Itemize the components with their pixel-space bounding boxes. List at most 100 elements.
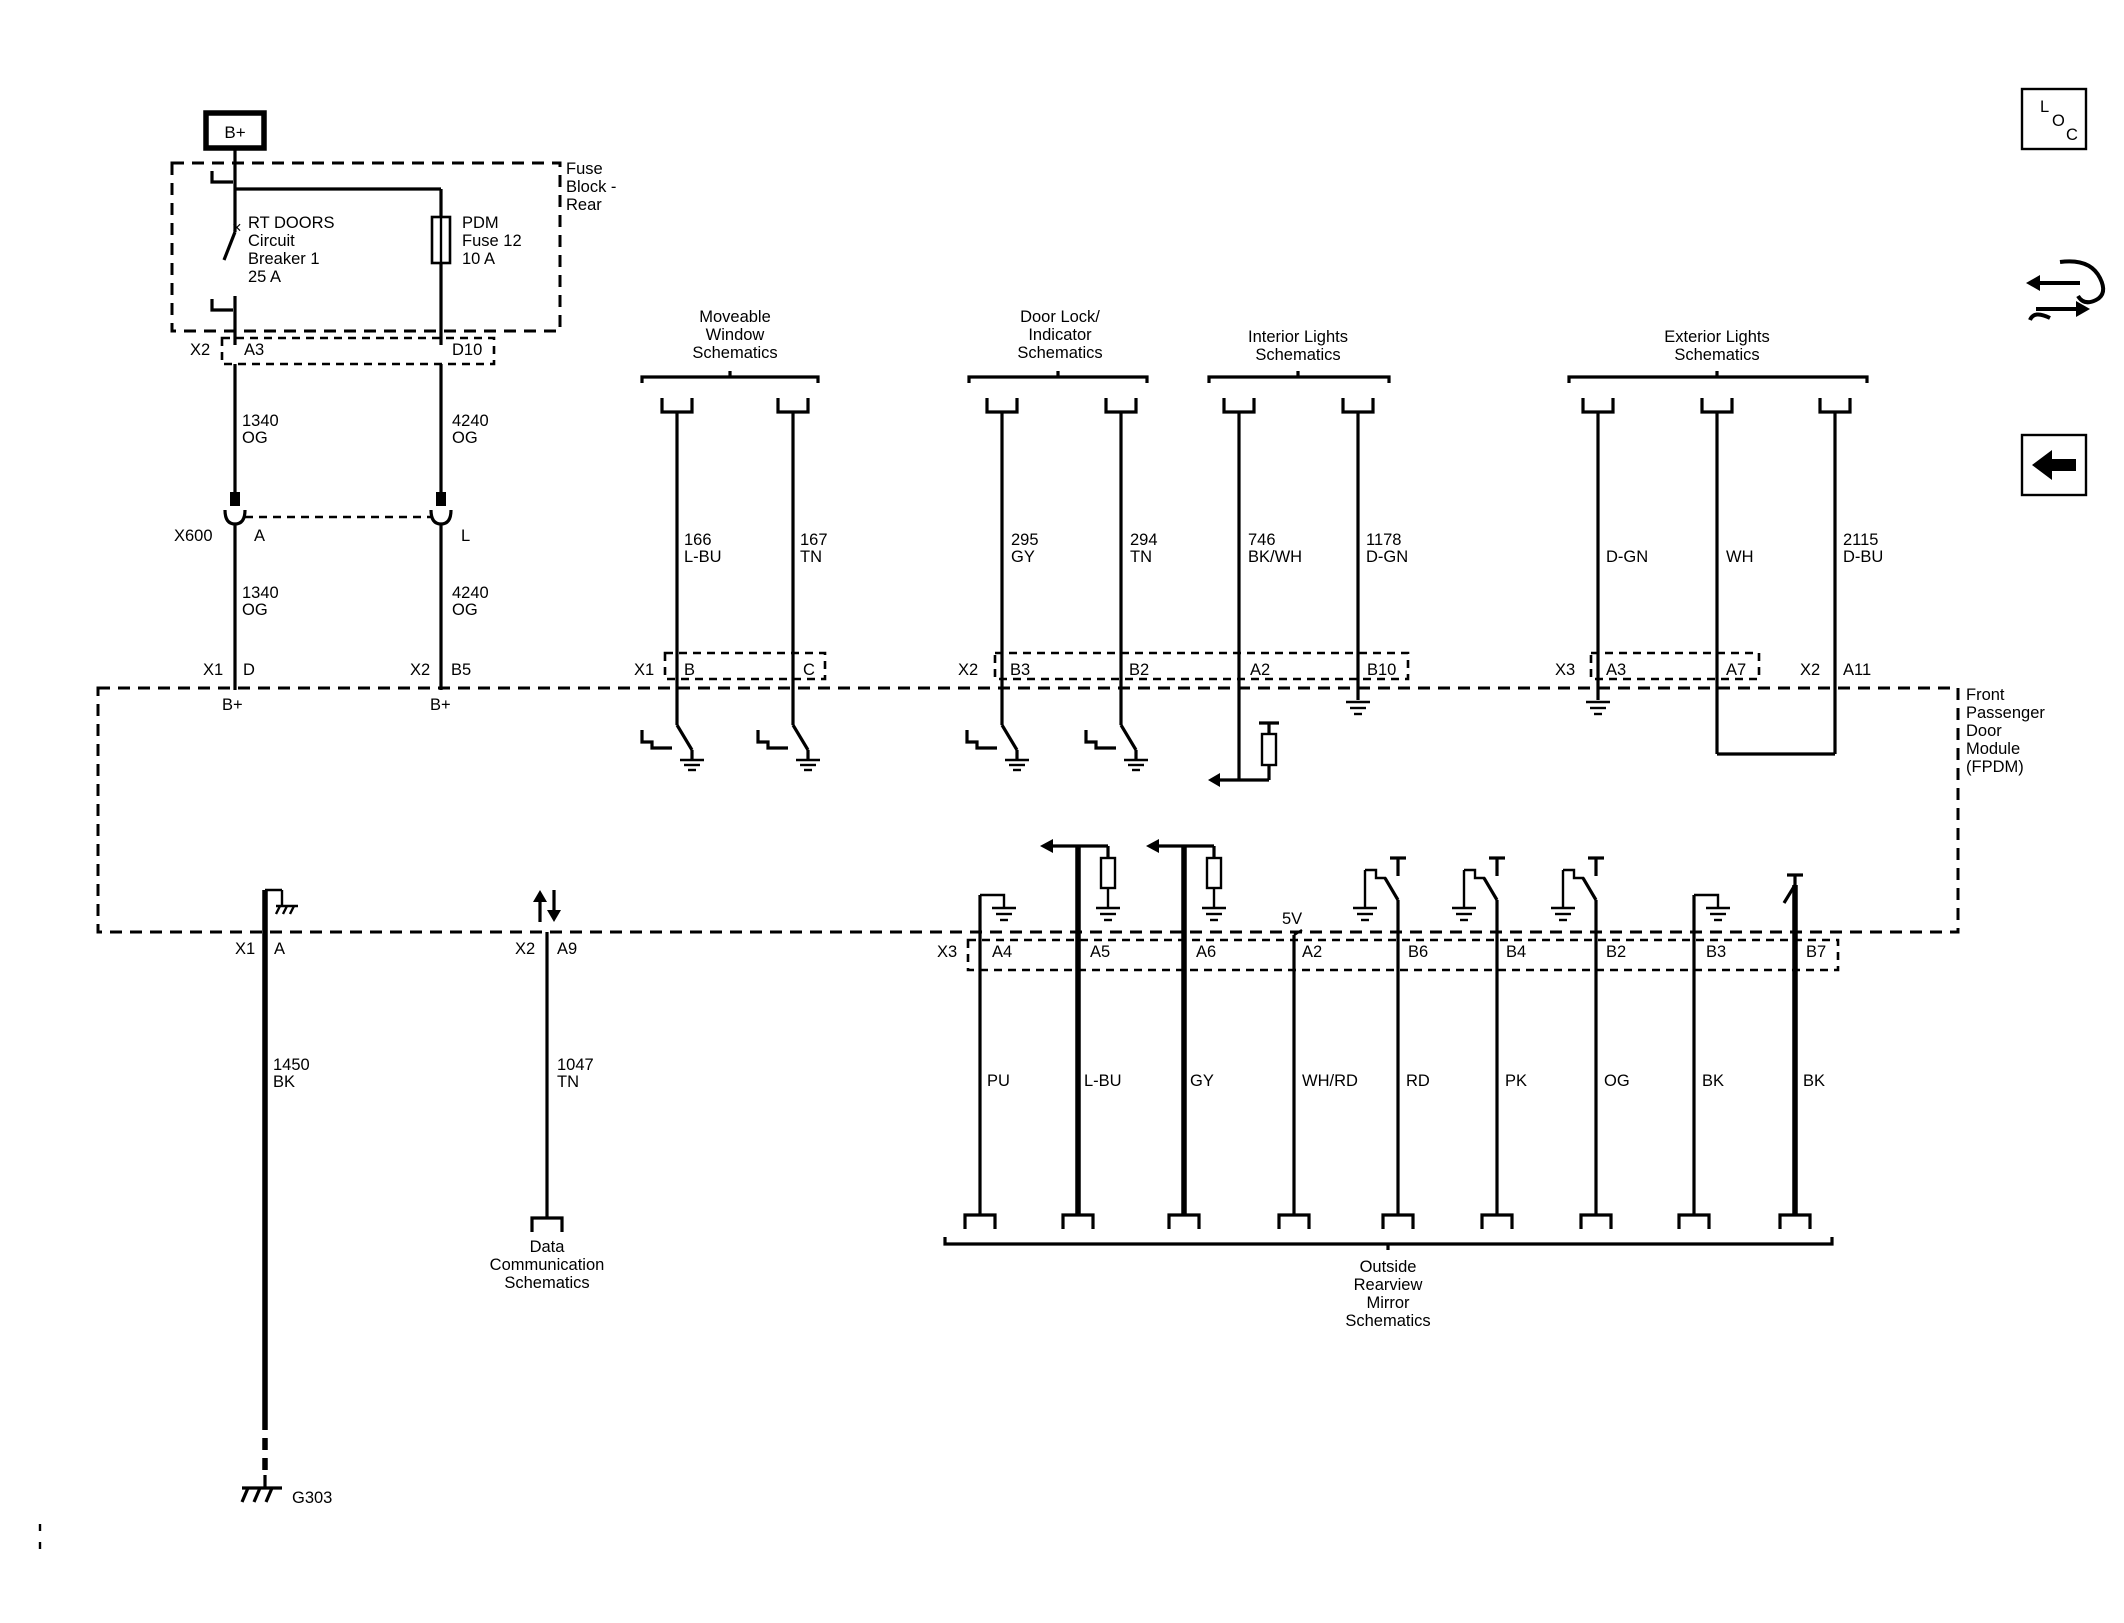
fuse-block-label: Fuse Block - Rear	[566, 160, 616, 214]
svg-text:A4: A4	[992, 943, 1012, 961]
svg-text:B3: B3	[1706, 943, 1726, 961]
svg-text:A2: A2	[1302, 943, 1322, 961]
svg-text:1450: 1450	[273, 1056, 310, 1074]
svg-text:B+: B+	[222, 696, 243, 714]
svg-text:D-GN: D-GN	[1606, 548, 1648, 566]
interior-lights-driver-symbol	[1208, 721, 1279, 787]
mirror-wire-lbu	[1040, 839, 1120, 1215]
svg-text:Door Lock/: Door Lock/	[1020, 308, 1100, 326]
mirror-wire-gy	[1146, 839, 1226, 1215]
svg-text:Rear: Rear	[566, 196, 602, 214]
svg-text:WH/RD: WH/RD	[1302, 1072, 1358, 1090]
svg-text:PDM: PDM	[462, 214, 499, 232]
svg-text:1047: 1047	[557, 1056, 594, 1074]
lock-switch-1-symbol	[965, 724, 1029, 772]
ref-outside-rearview-mirror[interactable]: Outside Rearview Mirror Schematics	[943, 1237, 1834, 1330]
back-arrow-icon[interactable]	[2020, 433, 2088, 497]
svg-text:OG: OG	[452, 601, 478, 619]
mirror-switch-rd-symbol	[1353, 856, 1406, 1215]
svg-text:B7: B7	[1806, 943, 1826, 961]
svg-text:Outside: Outside	[1360, 1258, 1417, 1276]
connector-view-icon[interactable]	[2026, 259, 2106, 321]
svg-text:×: ×	[232, 219, 242, 237]
svg-text:Moveable: Moveable	[699, 308, 771, 326]
svg-text:PK: PK	[1505, 1072, 1527, 1090]
svg-text:X2: X2	[190, 341, 210, 359]
svg-text:A5: A5	[1090, 943, 1110, 961]
svg-text:Window: Window	[706, 326, 765, 344]
svg-text:X1: X1	[634, 661, 654, 679]
svg-text:Breaker 1: Breaker 1	[248, 250, 320, 268]
svg-text:1340: 1340	[242, 584, 279, 602]
fuse-block-connector-x2	[220, 336, 496, 366]
svg-text:A3: A3	[1606, 661, 1626, 679]
svg-text:L: L	[461, 527, 470, 545]
connector-x1-window	[663, 651, 827, 681]
svg-text:A3: A3	[244, 341, 264, 359]
ref-interior-lights[interactable]: Interior Lights Schematics	[1207, 328, 1391, 383]
svg-text:2115: 2115	[1843, 531, 1878, 549]
mirror-wire-colors: PU L-BU GY WH/RD RD PK OG BK BK	[987, 1072, 1825, 1090]
svg-text:B6: B6	[1408, 943, 1428, 961]
ref-data-communication[interactable]: Data Communication Schematics	[490, 1238, 605, 1292]
svg-text:L: L	[2040, 98, 2049, 116]
svg-text:Schematics: Schematics	[1255, 346, 1340, 364]
svg-text:TN: TN	[800, 548, 822, 566]
ref-exterior-lights[interactable]: Exterior Lights Schematics	[1567, 328, 1869, 383]
svg-text:Communication: Communication	[490, 1256, 605, 1274]
svg-text:294: 294	[1130, 531, 1158, 549]
svg-text:Rearview: Rearview	[1354, 1276, 1423, 1294]
svg-text:Circuit: Circuit	[248, 232, 295, 250]
svg-text:OG: OG	[1604, 1072, 1630, 1090]
svg-text:Fuse 12: Fuse 12	[462, 232, 522, 250]
inline-connector-x600	[223, 509, 453, 526]
svg-text:5V: 5V	[1282, 910, 1302, 928]
svg-text:Exterior Lights: Exterior Lights	[1664, 328, 1769, 346]
svg-text:A9: A9	[557, 940, 577, 958]
svg-text:C: C	[803, 661, 815, 679]
svg-text:WH: WH	[1726, 548, 1754, 566]
svg-text:D: D	[243, 661, 255, 679]
mirror-wire-bk-1	[1692, 893, 1730, 1215]
ground-a3-symbol	[1586, 700, 1610, 716]
svg-text:TN: TN	[1130, 548, 1152, 566]
svg-text:B10: B10	[1367, 661, 1396, 679]
svg-text:X2: X2	[515, 940, 535, 958]
svg-text:Interior Lights: Interior Lights	[1248, 328, 1348, 346]
svg-text:X1: X1	[203, 661, 223, 679]
svg-text:4240: 4240	[452, 412, 489, 430]
mirror-terminals	[963, 1213, 1812, 1229]
svg-text:PU: PU	[987, 1072, 1010, 1090]
svg-text:X2: X2	[1800, 661, 1820, 679]
connector-x2-lock-lights	[993, 651, 1410, 681]
data-bus-arrows-icon	[533, 890, 561, 922]
ref-door-lock[interactable]: Door Lock/ Indicator Schematics	[967, 308, 1149, 383]
circuit-breaker-symbol: ×	[210, 171, 242, 345]
svg-text:A6: A6	[1196, 943, 1216, 961]
svg-text:Schematics: Schematics	[504, 1274, 589, 1292]
svg-text:X600: X600	[174, 527, 213, 545]
svg-text:Fuse: Fuse	[566, 160, 603, 178]
mirror-wire-pu	[978, 893, 1016, 1215]
svg-text:Passenger: Passenger	[1966, 704, 2045, 722]
svg-text:C: C	[2066, 126, 2078, 144]
svg-text:A: A	[254, 527, 265, 545]
svg-text:25 A: 25 A	[248, 268, 281, 286]
ref-moveable-window[interactable]: Moveable Window Schematics	[640, 308, 820, 383]
svg-text:Schematics: Schematics	[1345, 1312, 1430, 1330]
svg-text:GY: GY	[1190, 1072, 1214, 1090]
svg-text:1178: 1178	[1366, 531, 1401, 549]
svg-text:B4: B4	[1506, 943, 1526, 961]
svg-text:Schematics: Schematics	[692, 344, 777, 362]
svg-text:(FPDM): (FPDM)	[1966, 758, 2024, 776]
svg-text:A2: A2	[1250, 661, 1270, 679]
svg-text:X3: X3	[1555, 661, 1575, 679]
fpdm-module-label: Front Passenger Door Module (FPDM)	[1966, 686, 2045, 776]
svg-text:D10: D10	[452, 341, 482, 359]
svg-text:G303: G303	[292, 1489, 332, 1507]
svg-text:A7: A7	[1726, 661, 1746, 679]
svg-text:BK: BK	[1702, 1072, 1724, 1090]
loc-icon[interactable]: L O C	[2020, 87, 2088, 151]
svg-text:BK: BK	[1803, 1072, 1825, 1090]
